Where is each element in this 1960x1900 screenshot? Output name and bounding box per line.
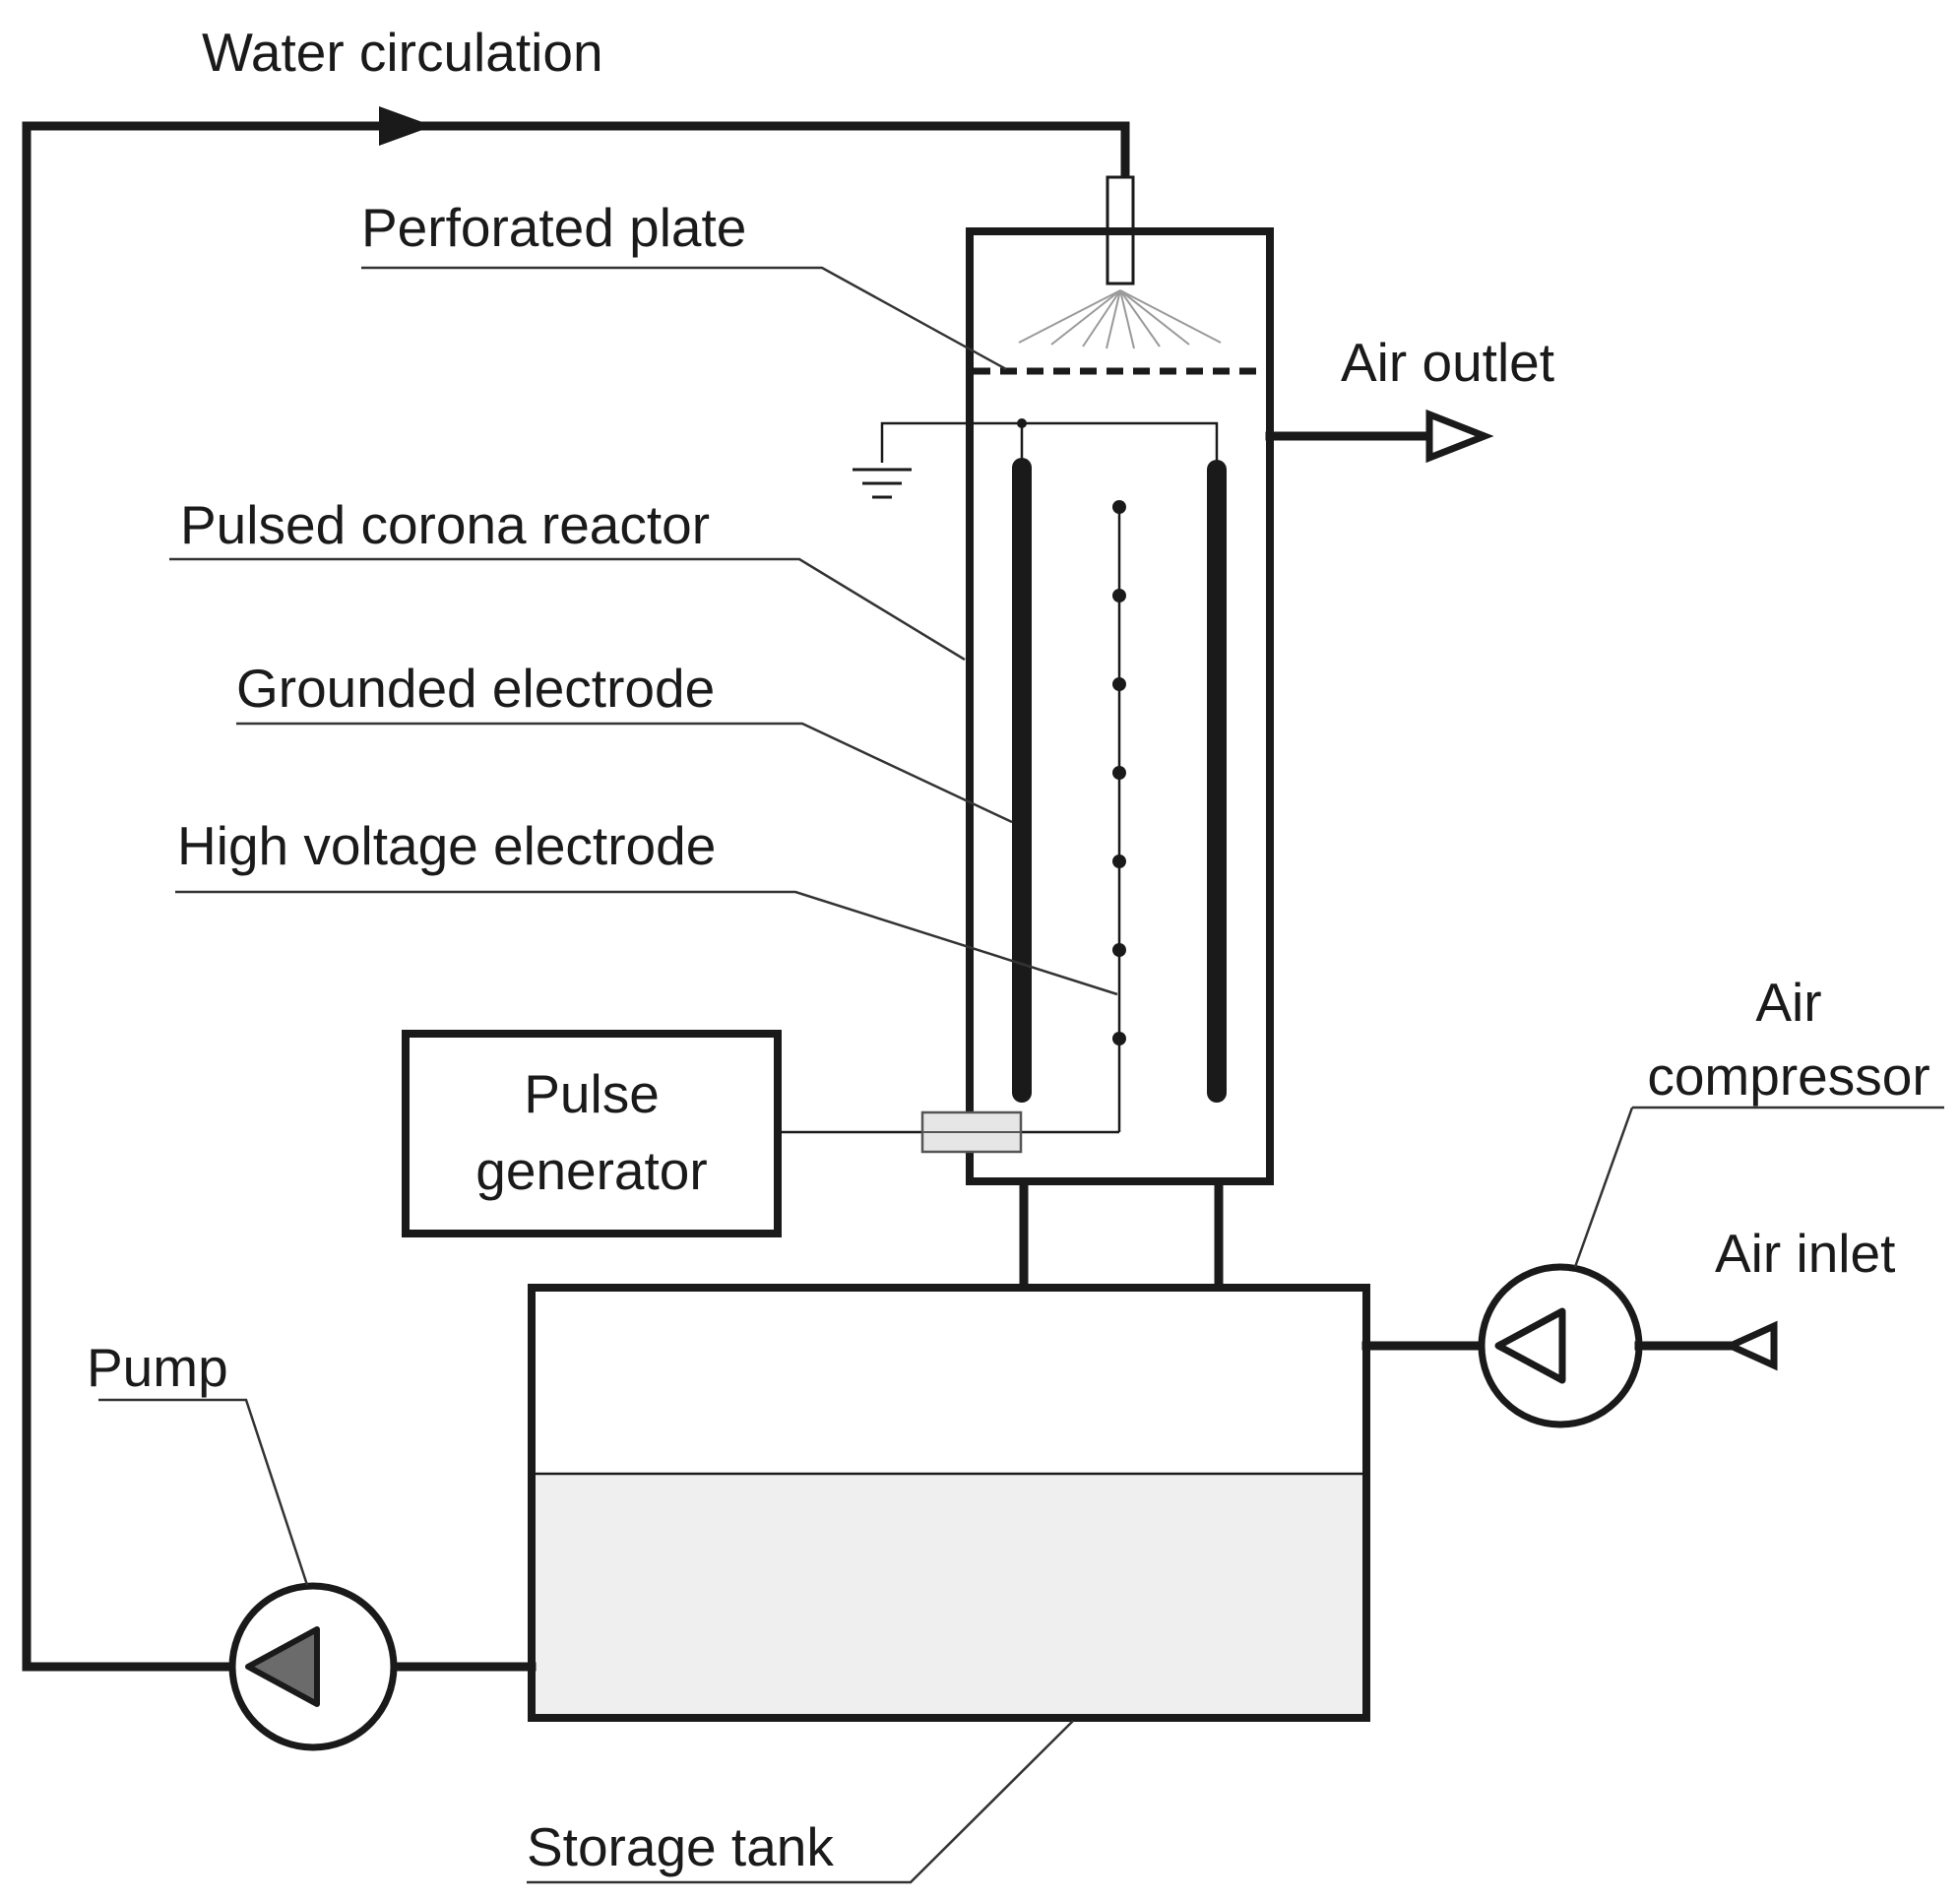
air-compressor-label-line1: Air <box>1755 972 1821 1033</box>
insulating-feedthrough <box>920 1110 1023 1154</box>
air-outlet-pipe <box>1265 409 1494 464</box>
pulsed-corona-reactor-label: Pulsed corona reactor <box>180 494 710 555</box>
pump-label: Pump <box>87 1337 228 1398</box>
air-outlet-label: Air outlet <box>1341 332 1554 393</box>
air-compressor-label-line2: compressor <box>1647 1045 1929 1107</box>
pulse-generator-label-line2: generator <box>475 1140 707 1201</box>
ground-symbol-icon <box>853 468 912 499</box>
storage-tank <box>528 1284 1370 1722</box>
pulse-generator-box <box>402 1030 782 1237</box>
air-outlet-arrow-icon <box>1425 409 1494 464</box>
high-voltage-electrode <box>1112 500 1126 1132</box>
flow-direction-arrow-icon <box>379 106 433 146</box>
air-compressor-icon <box>1478 1263 1643 1428</box>
perforated-plate-label: Perforated plate <box>361 197 746 258</box>
pulsed-corona-reactor-vessel <box>966 227 1274 1185</box>
grounded-electrode-label: Grounded electrode <box>236 658 715 719</box>
ground-wiring <box>880 418 1219 465</box>
high-voltage-electrode-label: High voltage electrode <box>177 815 716 876</box>
spray-nozzle-icon <box>1018 175 1222 349</box>
pulse-generator-label-line1: Pulse <box>524 1063 660 1124</box>
storage-tank-label: Storage tank <box>527 1816 834 1877</box>
air-inlet-arrow-icon <box>1722 1320 1778 1371</box>
water-circulation-label: Water circulation <box>202 22 603 83</box>
water-circulation-loop <box>22 106 1130 1672</box>
pump-icon <box>228 1582 398 1751</box>
air-inlet-label: Air inlet <box>1715 1223 1895 1284</box>
leader-lines <box>98 266 1944 1884</box>
